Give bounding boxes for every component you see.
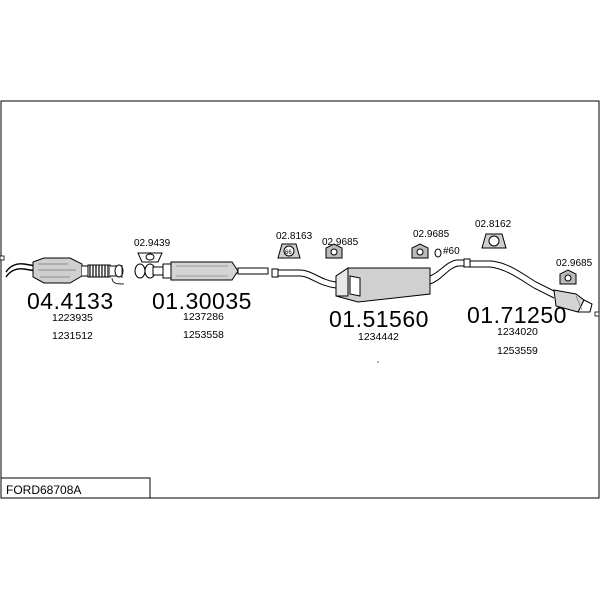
hanger-mark-left: 66	[285, 250, 292, 256]
oe-ref-rear-silencer-1: 1234020	[497, 326, 538, 338]
part-number-rear-silencer: 01.71250	[467, 302, 567, 328]
oe-ref-catalyst-2: 1231512	[52, 330, 93, 342]
accessory-label-5: 02.8162	[475, 219, 512, 230]
clamp-02-9685-a	[325, 243, 343, 259]
accessory-label-3: 02.9685	[322, 237, 359, 248]
oe-ref-front-silencer-2: 1253558	[183, 329, 224, 341]
gasket-label: #60	[443, 246, 460, 257]
right-edge-marker	[594, 311, 600, 317]
rear-silencer-drawing	[470, 260, 593, 313]
diagram-id-label: FORD68708A	[6, 483, 82, 497]
oe-ref-catalyst-1: 1223935	[52, 312, 93, 324]
catalytic-converter-drawing	[5, 257, 125, 285]
accessory-label-4: 02.9685	[413, 229, 450, 240]
diagram-border	[0, 100, 600, 499]
clamp-02-9685-c	[559, 269, 577, 285]
part-number-catalyst: 04.4133	[27, 288, 114, 314]
oe-ref-front-silencer-1: 1237286	[183, 311, 224, 323]
accessory-label-2: 02.8163	[276, 231, 313, 242]
part-number-front-silencer: 01.30035	[152, 288, 252, 314]
left-edge-marker	[0, 255, 5, 261]
front-silencer-drawing	[134, 261, 269, 281]
gasket-60	[434, 248, 442, 258]
middle-silencer-drawing	[271, 258, 471, 303]
oe-ref-middle-silencer-1: 1234442	[358, 331, 399, 343]
flange-gasket-02-9439	[137, 252, 163, 263]
clamp-02-9685-b	[411, 243, 429, 259]
hanger-02-8163: 66	[277, 243, 301, 259]
oe-ref-rear-silencer-2: 1253559	[497, 345, 538, 357]
accessory-label-1: 02.9439	[134, 238, 171, 249]
accessory-label-6: 02.9685	[556, 258, 593, 269]
hanger-02-8162	[481, 233, 507, 249]
stray-dot	[377, 361, 379, 363]
part-number-middle-silencer: 01.51560	[329, 306, 429, 332]
title-box	[0, 477, 151, 499]
